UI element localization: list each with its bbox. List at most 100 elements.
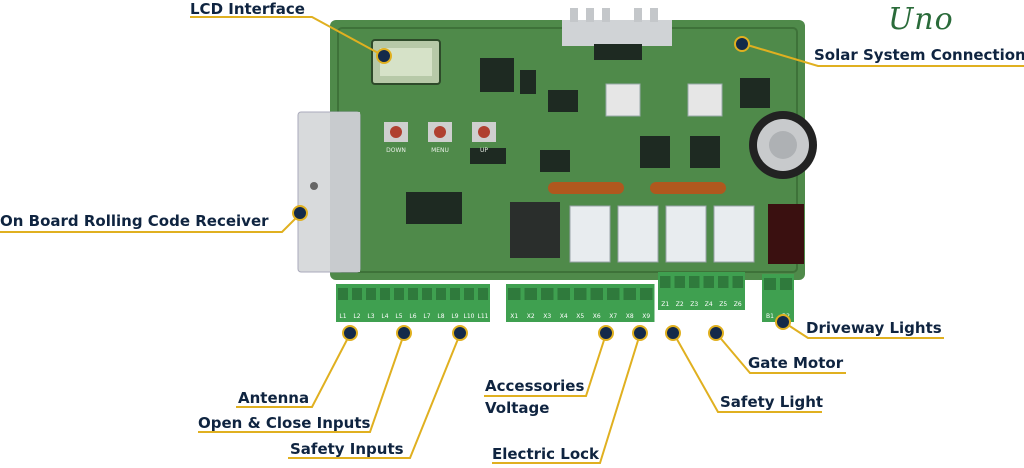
dot-receiver [292, 205, 308, 221]
leader-accessories [484, 333, 607, 397]
terminal-block [658, 272, 745, 310]
leader-driveway [784, 322, 944, 339]
dot-antenna [342, 325, 358, 341]
ic-chip [470, 148, 506, 164]
terminal-label: L9 [451, 313, 458, 320]
dot-safety-light [665, 325, 681, 341]
button-label: MENU [431, 147, 449, 154]
terminal-screw [607, 288, 620, 300]
leader-lines [0, 16, 1024, 464]
terminal-screw [352, 288, 362, 300]
tactile-buttons [384, 122, 496, 142]
terminal-screw [574, 288, 587, 300]
terminal-label: X5 [576, 313, 584, 320]
label-safety-light: Safety Light [720, 393, 824, 411]
terminal-screw [660, 276, 671, 288]
label-antenna: Antenna [238, 389, 310, 407]
heatsink [562, 8, 672, 60]
capacitor-top-inner [769, 131, 797, 159]
terminal-label: L4 [381, 313, 388, 320]
inductor-coil [650, 182, 726, 194]
dot-safety-inputs [452, 325, 468, 341]
terminal-label: L10 [464, 313, 475, 320]
label-driveway-lights: Driveway Lights [806, 319, 942, 337]
terminal-label: L6 [409, 313, 416, 320]
callout-dots [292, 36, 791, 341]
terminal-screw [732, 276, 743, 288]
label-gate-motor: Gate Motor [748, 354, 844, 372]
terminal-label: L7 [423, 313, 430, 320]
terminal-label: Z3 [690, 301, 698, 308]
leader-safety-light [673, 333, 822, 413]
terminal-screw [689, 276, 700, 288]
terminal-screw [338, 288, 348, 300]
terminal-label: X4 [560, 313, 568, 320]
terminal-screw [541, 288, 554, 300]
receiver-module [297, 111, 361, 273]
label-accessories: Accessories [485, 377, 585, 395]
white-connector [687, 83, 723, 117]
label-safety-inputs: Safety Inputs [290, 440, 404, 458]
terminal-label: Z2 [676, 301, 684, 308]
leader-lcd [190, 16, 381, 55]
terminal-screw [436, 288, 446, 300]
button-label: DOWN [386, 147, 406, 154]
terminal-screw [422, 288, 432, 300]
terminal-screw [623, 288, 636, 300]
terminal-label: X3 [543, 313, 551, 320]
label-accessories-voltage: Voltage [485, 399, 550, 417]
dot-accessories [598, 325, 614, 341]
terminal-label: Z1 [661, 301, 669, 308]
terminal-screw [478, 288, 488, 300]
terminal-label: L3 [367, 313, 374, 320]
dot-lcd [376, 48, 392, 64]
leader-gate-motor [716, 333, 846, 374]
terminal-screw [780, 278, 792, 290]
terminal-screw [508, 288, 521, 300]
terminal-screw [380, 288, 390, 300]
button-label: UP [480, 147, 488, 154]
terminal-screw [394, 288, 404, 300]
transistor [640, 136, 670, 168]
leader-open-close [198, 333, 405, 433]
transistor [690, 136, 720, 168]
terminal-screw [703, 276, 714, 288]
terminal-label: X2 [527, 313, 535, 320]
brand-logo: Uno [888, 2, 954, 37]
relays [510, 202, 804, 264]
terminal-screw [524, 288, 537, 300]
terminal-label: X6 [593, 313, 601, 320]
transistor [740, 78, 770, 108]
terminal-label: L1 [339, 313, 346, 320]
terminal-screw [718, 276, 729, 288]
leader-receiver [0, 213, 301, 233]
terminal-label: X1 [510, 313, 518, 320]
transistor [540, 150, 570, 172]
terminal-screw [557, 288, 570, 300]
leader-safety-inputs [288, 333, 461, 459]
terminal-label: L8 [437, 313, 444, 320]
terminal-screw [590, 288, 603, 300]
white-connector [605, 83, 641, 117]
terminal-label: Z4 [705, 301, 713, 308]
terminal-screw [764, 278, 776, 290]
terminal-label: B1 [766, 313, 774, 320]
terminal-screw [408, 288, 418, 300]
label-lcd-interface: LCD Interface [190, 0, 305, 18]
terminal-screw [366, 288, 376, 300]
dot-open-close [396, 325, 412, 341]
label-solar-connection: Solar System Connection [814, 46, 1024, 64]
button-labels: DOWN MENU UP [386, 147, 488, 154]
label-open-close-inputs: Open & Close Inputs [198, 414, 371, 432]
terminal-label: X8 [626, 313, 634, 320]
terminal-label: L2 [353, 313, 360, 320]
dot-driveway [775, 314, 791, 330]
pin-header [406, 192, 462, 224]
ic-chip [520, 70, 536, 94]
terminal-label: X7 [609, 313, 617, 320]
leader-antenna [236, 333, 351, 408]
ic-chip [548, 90, 578, 112]
leader-electric-lock [492, 333, 641, 464]
terminal-screw [464, 288, 474, 300]
